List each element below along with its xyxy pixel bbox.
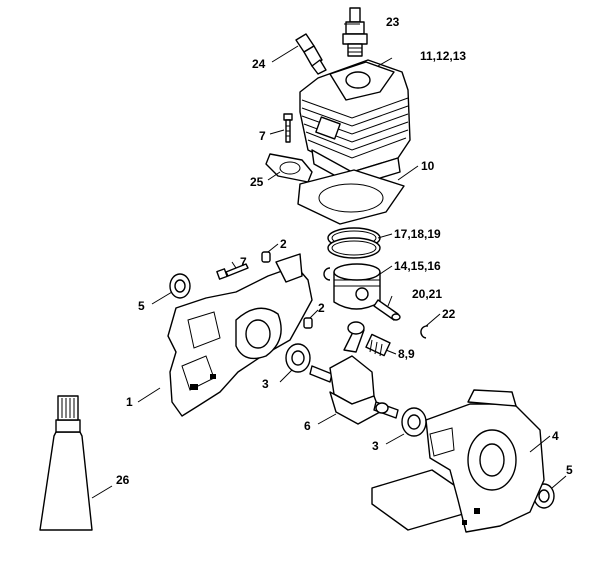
spark-plug[interactable] <box>342 7 368 57</box>
crankshaft[interactable] <box>309 321 399 425</box>
callout-26: 26 <box>116 473 130 487</box>
callout-22: 22 <box>442 307 456 321</box>
cylinder-base-gasket[interactable] <box>297 169 405 225</box>
callout-10: 10 <box>421 159 435 173</box>
callout-7-crankcase: 7 <box>240 255 247 269</box>
callout-25: 25 <box>250 175 264 189</box>
leader-lines <box>91 23 567 499</box>
callout-23: 23 <box>386 15 400 29</box>
callouts: 23 24 11,12,13 7 10 25 17,18,19 2 14,15,… <box>116 15 573 487</box>
callout-11-12-13: 11,12,13 <box>420 49 466 63</box>
piston-rings[interactable] <box>327 227 381 259</box>
crankcase-right[interactable] <box>371 389 545 533</box>
callout-3-upper: 3 <box>262 377 269 391</box>
snap-ring-left[interactable] <box>323 267 331 281</box>
callout-5-left: 5 <box>138 299 145 313</box>
decompression-valve[interactable] <box>295 33 327 75</box>
screw-top[interactable] <box>283 113 293 143</box>
ball-bearing-upper[interactable] <box>285 343 311 373</box>
dowel-pin-top[interactable] <box>261 251 271 263</box>
intake-gasket[interactable] <box>265 153 313 183</box>
callout-6: 6 <box>304 419 311 433</box>
needle-cage[interactable] <box>365 333 391 357</box>
callout-14-15-16: 14,15,16 <box>394 259 441 273</box>
oil-seal-left[interactable] <box>169 273 191 299</box>
callout-1: 1 <box>126 395 133 409</box>
callout-7-top: 7 <box>259 129 266 143</box>
cylinder[interactable] <box>299 59 411 187</box>
dowel-pin-lower[interactable] <box>303 317 313 329</box>
callout-2-top: 2 <box>280 237 287 251</box>
callout-2-lower: 2 <box>318 301 325 315</box>
callout-20-21: 20,21 <box>412 287 442 301</box>
screw-crankcase[interactable] <box>216 263 249 280</box>
callout-8-9: 8,9 <box>398 347 415 361</box>
piston-pin[interactable] <box>373 299 401 321</box>
callout-17-18-19: 17,18,19 <box>394 227 441 241</box>
ball-bearing-lower[interactable] <box>401 407 427 437</box>
callout-4: 4 <box>552 429 559 443</box>
callout-5-right: 5 <box>566 463 573 477</box>
piston[interactable] <box>333 263 381 310</box>
snap-ring-right[interactable] <box>420 325 429 339</box>
grease-tube[interactable] <box>39 395 93 531</box>
callout-24: 24 <box>252 57 266 71</box>
crankcase-left[interactable] <box>167 253 313 417</box>
callout-3-lower: 3 <box>372 439 379 453</box>
